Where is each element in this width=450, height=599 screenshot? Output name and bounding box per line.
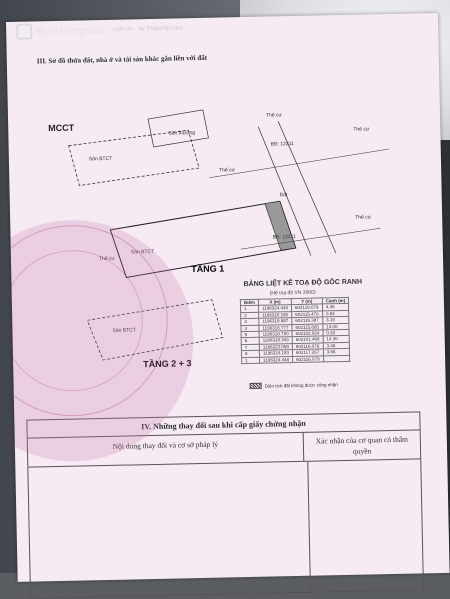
cell: 602116.079 xyxy=(291,304,323,312)
cell: 602101.468 xyxy=(292,336,324,344)
sketch-label: Sân BTCT xyxy=(112,327,136,334)
certificate-page: Batdongsan .com.vn by PropertyGuru III. … xyxy=(6,12,450,599)
sketch-label: Sân BTCT xyxy=(130,248,155,256)
sketch-label: Thế cư xyxy=(219,167,236,174)
seal-ring-inner xyxy=(6,250,143,392)
section-4-col2: Xác nhận của cơ quan có thẩm quyền xyxy=(315,434,409,456)
coord-header: Cạnh (m) xyxy=(322,297,349,305)
cell xyxy=(323,355,350,362)
sketch-label: Đất xyxy=(279,192,288,199)
map-label: BĐ: 12211 xyxy=(270,140,294,148)
cell: 602116.079 xyxy=(292,355,324,363)
cell: 1 xyxy=(241,356,260,364)
floor23-outline xyxy=(86,299,224,361)
mcct-label: MCCT xyxy=(48,122,75,134)
section-4-table: IV. Những thay đổi sau khi cấp giấy chứn… xyxy=(26,411,424,599)
cell: 602117.267 xyxy=(292,349,324,357)
sketch-label: Thế cư xyxy=(98,255,115,263)
boundary-line xyxy=(240,227,381,250)
cell: 1196324.448 xyxy=(259,356,293,364)
boundary-line xyxy=(209,148,389,179)
coord-table-subtitle: (Hệ toạ độ VN 2000) xyxy=(269,289,316,297)
section-4-body xyxy=(28,459,423,598)
hatch-swatch-icon xyxy=(249,382,262,389)
sketch-label: Thế cư xyxy=(353,126,370,133)
legend-note-text: Diện tích đất không được công nhận xyxy=(264,381,338,389)
sketch-label: Thế cư xyxy=(265,112,282,119)
sketch-label: Sân BTCT xyxy=(88,155,113,163)
floor1-hatch xyxy=(264,200,297,251)
section-4-body-col1 xyxy=(28,461,311,598)
seal-ring xyxy=(6,225,168,417)
mcct-terrace xyxy=(147,109,209,148)
mcct-outline xyxy=(68,129,200,186)
sketch-label: Sân thượng xyxy=(168,130,196,137)
cell: 602116.387 xyxy=(291,317,323,325)
floor1-label: TẦNG 1 xyxy=(191,263,225,275)
section-4-col1: Nội dung thay đổi và cơ sở pháp lý xyxy=(27,432,305,467)
section-4-body-col2 xyxy=(308,459,423,591)
road-line xyxy=(257,126,312,256)
floor23-label: TẦNG 2 + 3 xyxy=(143,358,192,370)
plot-sketch xyxy=(6,109,389,417)
road-line xyxy=(277,121,337,254)
map-label: BĐ: 12211 xyxy=(272,233,296,241)
sketch-label: Thế cư xyxy=(355,214,372,221)
